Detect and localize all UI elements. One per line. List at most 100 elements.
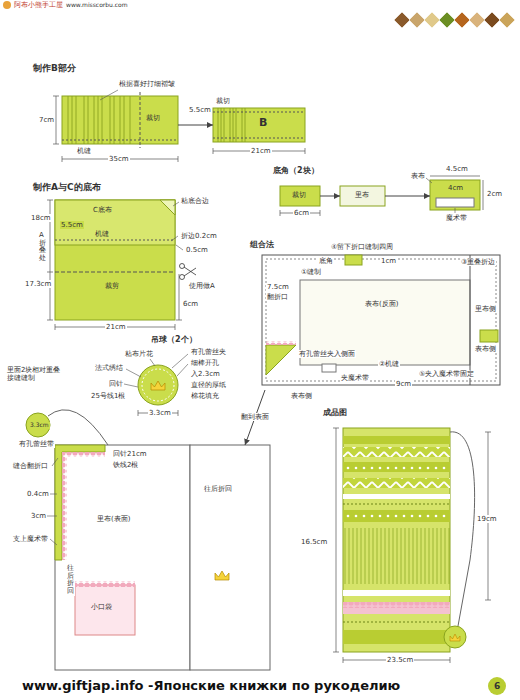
hanging-ball <box>172 354 188 368</box>
dimension: 21cm <box>105 323 127 331</box>
opened-case <box>55 445 190 670</box>
step-note: ②机缝 <box>378 360 400 368</box>
assembly-illustration <box>480 330 498 342</box>
dimension: 9cm <box>395 380 412 388</box>
pleated-strip <box>68 96 130 144</box>
dimension-line <box>333 428 491 663</box>
b-piece <box>230 108 231 142</box>
watermark: www.misscorbu.com <box>66 2 128 9</box>
dimension-line <box>176 320 182 321</box>
decor-patches <box>439 12 455 28</box>
assembly-illustration <box>266 341 296 345</box>
finished-case <box>343 510 450 522</box>
node-text: 裁剪 <box>105 282 119 290</box>
dimension-line <box>55 324 56 330</box>
finished-case <box>343 590 450 596</box>
b-piece <box>218 108 219 142</box>
dimension-line <box>450 657 451 663</box>
node-text: 组合法 <box>250 240 274 249</box>
assembly-illustration <box>322 364 336 372</box>
corner-pieces <box>280 186 320 206</box>
dimension-line <box>485 600 491 601</box>
arrow-connector <box>178 125 213 126</box>
dimension-line <box>47 272 53 273</box>
hanging-ball <box>124 354 188 387</box>
finished-case <box>343 494 450 499</box>
note: 使用做A <box>188 282 216 290</box>
corner-cut-box: 裁切 <box>280 186 320 206</box>
note: 入2.3cm <box>190 370 221 378</box>
pleated-strip <box>124 96 125 144</box>
dimension-line <box>336 428 337 652</box>
hanging-ball <box>150 359 155 366</box>
arrow-connector <box>385 196 430 197</box>
decor-patches <box>469 12 485 28</box>
hanging-ball <box>126 369 141 377</box>
dimension: 3.3cm <box>29 422 50 429</box>
node-text: B <box>259 117 267 130</box>
finished-case <box>343 504 450 505</box>
hanging-ball <box>138 365 178 405</box>
note: 夹魔术带 <box>340 374 370 382</box>
scissors-symbol <box>180 275 185 280</box>
corner-pieces <box>436 198 474 207</box>
dimension: 2cm <box>486 190 503 198</box>
connector-label: 翻到表面 <box>240 413 270 421</box>
assembly-illustration <box>262 255 500 385</box>
dimension: 17.3cm <box>24 280 52 288</box>
decor-patches <box>394 12 515 28</box>
note: 表布侧 <box>290 392 313 400</box>
corner-lining-box: 里布 <box>340 186 385 206</box>
note: 铁线2根 <box>112 461 139 469</box>
pleated-strip <box>62 96 178 144</box>
opened-case <box>50 494 57 495</box>
scissors-symbol <box>184 268 196 276</box>
fold-panel: 往后折回 <box>190 445 270 670</box>
dimension: 7.5cm <box>266 283 290 291</box>
finished-case <box>343 602 450 614</box>
dimension-line <box>485 432 491 433</box>
node-text: 里布(表面) <box>97 515 130 523</box>
dimension: 23.5cm <box>386 656 414 664</box>
dimension: 35cm <box>108 155 130 163</box>
note: 回针 <box>108 380 124 388</box>
b-piece <box>236 108 237 142</box>
dimension: 0.5cm <box>185 246 209 254</box>
finished-case <box>343 622 450 623</box>
decor-patches <box>484 12 500 28</box>
pleated-strip <box>72 96 73 144</box>
opened-case <box>55 445 105 560</box>
note: 支上魔术带 <box>12 535 49 543</box>
step-note: ①缝制 <box>300 268 322 276</box>
decor-patches <box>499 12 515 28</box>
corner-outer-box: 4cm <box>430 180 480 210</box>
note: 根据喜好打细褶皱 <box>118 80 176 88</box>
b-piece-box: B <box>213 108 305 142</box>
finished-case <box>343 428 450 652</box>
finished-case <box>450 634 460 641</box>
node-text: C底布 <box>93 206 112 214</box>
corner-pieces <box>340 186 385 206</box>
pleated-strip <box>62 90 178 148</box>
note: 裁切 <box>215 97 231 105</box>
dimension-line <box>53 144 59 145</box>
decor-patches <box>394 12 410 28</box>
note: 折边0.2cm <box>180 232 218 240</box>
note: 25号线1根 <box>90 392 126 400</box>
dimension-line <box>280 210 281 216</box>
pleated-strip <box>62 140 178 141</box>
dimension-line <box>178 156 179 162</box>
b-piece <box>213 108 305 142</box>
base-cloth-panel <box>55 200 175 320</box>
dimension: 7cm <box>38 116 55 124</box>
dimension: 3.3cm <box>148 409 172 417</box>
vertical-note: 往后折回 <box>66 565 75 596</box>
pleated-strip <box>110 96 111 144</box>
finished-case <box>343 528 450 584</box>
node-text: 4cm <box>448 184 463 192</box>
logo-mark <box>3 1 11 9</box>
watermark: 阿布小熊手工屋 <box>14 1 63 9</box>
arrow-connector <box>320 196 340 197</box>
base-cloth-panel <box>173 202 179 206</box>
